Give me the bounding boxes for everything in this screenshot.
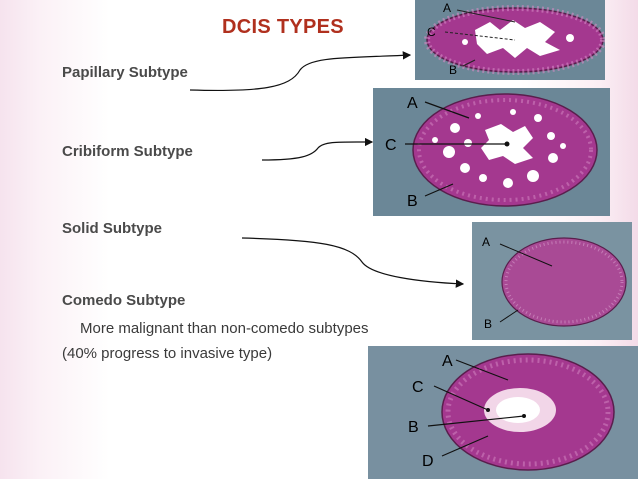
comedo-note-malignancy: More malignant than non-comedo subtypes: [80, 320, 369, 337]
papillary-label-c: C: [427, 25, 436, 39]
comedo-label-a: A: [442, 353, 453, 370]
slide-title: DCIS TYPES: [222, 16, 344, 38]
comedo-note-progression: (40% progress to invasive type): [62, 345, 273, 362]
arrow-cribiform: [261, 137, 374, 161]
arrow-solid: [241, 237, 465, 288]
cribiform-subtype-label: Cribiform Subtype: [62, 143, 193, 160]
comedo-label-d: D: [422, 453, 434, 470]
comedo-label-b: B: [408, 419, 419, 436]
comedo-figure: A C B D: [368, 346, 638, 479]
papillary-label-a: A: [443, 1, 451, 15]
papillary-label-b: B: [449, 63, 457, 77]
arrow-papillary: [189, 51, 412, 92]
cribiform-label-a: A: [407, 95, 418, 112]
solid-label-b: B: [484, 317, 492, 331]
solid-label-a: A: [482, 235, 490, 249]
cribiform-label-c: C: [385, 137, 397, 154]
papillary-figure: A C B: [415, 0, 605, 80]
papillary-subtype-label: Papillary Subtype: [62, 64, 188, 81]
cribiform-figure: A C B: [373, 88, 610, 216]
comedo-subtype-label: Comedo Subtype: [62, 292, 186, 309]
comedo-label-c: C: [412, 379, 424, 396]
cribiform-label-b: B: [407, 193, 418, 210]
solid-figure: A B: [472, 222, 632, 340]
solid-subtype-label: Solid Subtype: [62, 220, 163, 237]
